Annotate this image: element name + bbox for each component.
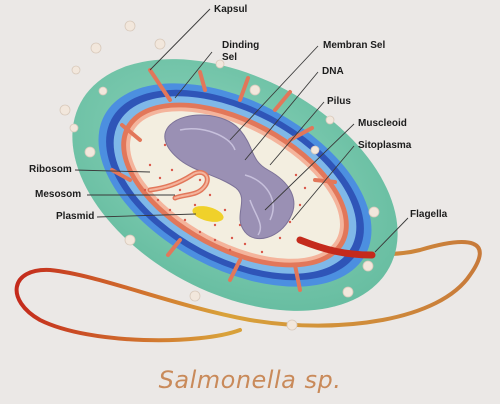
label-pilus: Pilus [327, 96, 351, 107]
label-muscleoid: Muscleoid [358, 118, 407, 129]
capsule-bumps [59, 20, 380, 331]
label-dinding-sel-line2: Sel [222, 52, 238, 63]
label-plasmid: Plasmid [56, 211, 95, 222]
flagella-base [296, 236, 376, 259]
label-dna: DNA [322, 66, 344, 77]
plasmid-shape [192, 206, 224, 222]
diagram-caption: Salmonella sp. [158, 366, 342, 394]
label-ribosom: Ribosom [29, 164, 72, 175]
label-flagella: Flagella [410, 209, 448, 220]
label-membran-sel: Membran Sel [323, 40, 386, 51]
flagella-loop [14, 238, 482, 343]
leader-lines [74, 8, 409, 253]
label-sitoplasma: Sitoplasma [358, 140, 412, 151]
label-kapsul: Kapsul [214, 4, 248, 15]
dna-nucleoid [164, 114, 295, 240]
pili [110, 68, 337, 292]
label-mesosom: Mesosom [35, 189, 82, 200]
label-dinding-sel-line1: Dinding [222, 40, 260, 51]
